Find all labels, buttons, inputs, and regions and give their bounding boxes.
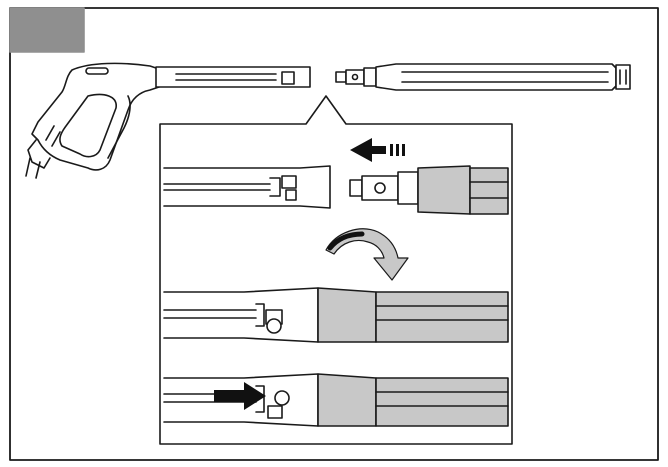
gun-shaft-lock xyxy=(281,71,295,85)
step1-gun-shaft xyxy=(163,165,331,209)
gun-top-slot xyxy=(85,67,109,75)
gun-grip-opening xyxy=(59,93,117,158)
arrow-right-icon xyxy=(214,382,266,410)
step2-lance-sleeve xyxy=(317,287,377,343)
rotate-arrow-icon xyxy=(325,228,409,281)
step-insert xyxy=(163,165,509,215)
gun-hose-connector xyxy=(27,139,51,169)
step2-gun-shaft xyxy=(163,287,319,343)
step1-lance-sleeve xyxy=(417,165,471,215)
lance-tip xyxy=(335,71,347,83)
arrow-left-icon xyxy=(350,138,405,162)
step-marker xyxy=(9,7,85,53)
lance-tube xyxy=(375,63,617,91)
gun-trigger xyxy=(107,95,131,159)
step2-lance-tube xyxy=(375,291,509,343)
spray-lance xyxy=(335,63,631,91)
gun-shaft xyxy=(155,66,311,88)
step3-lance-sleeve xyxy=(317,373,377,427)
step-rotate xyxy=(163,287,509,343)
step1-lance-tube xyxy=(469,167,509,215)
step3-lance-tube xyxy=(375,377,509,427)
spray-gun xyxy=(25,62,311,179)
lance-end-cap xyxy=(615,64,631,90)
